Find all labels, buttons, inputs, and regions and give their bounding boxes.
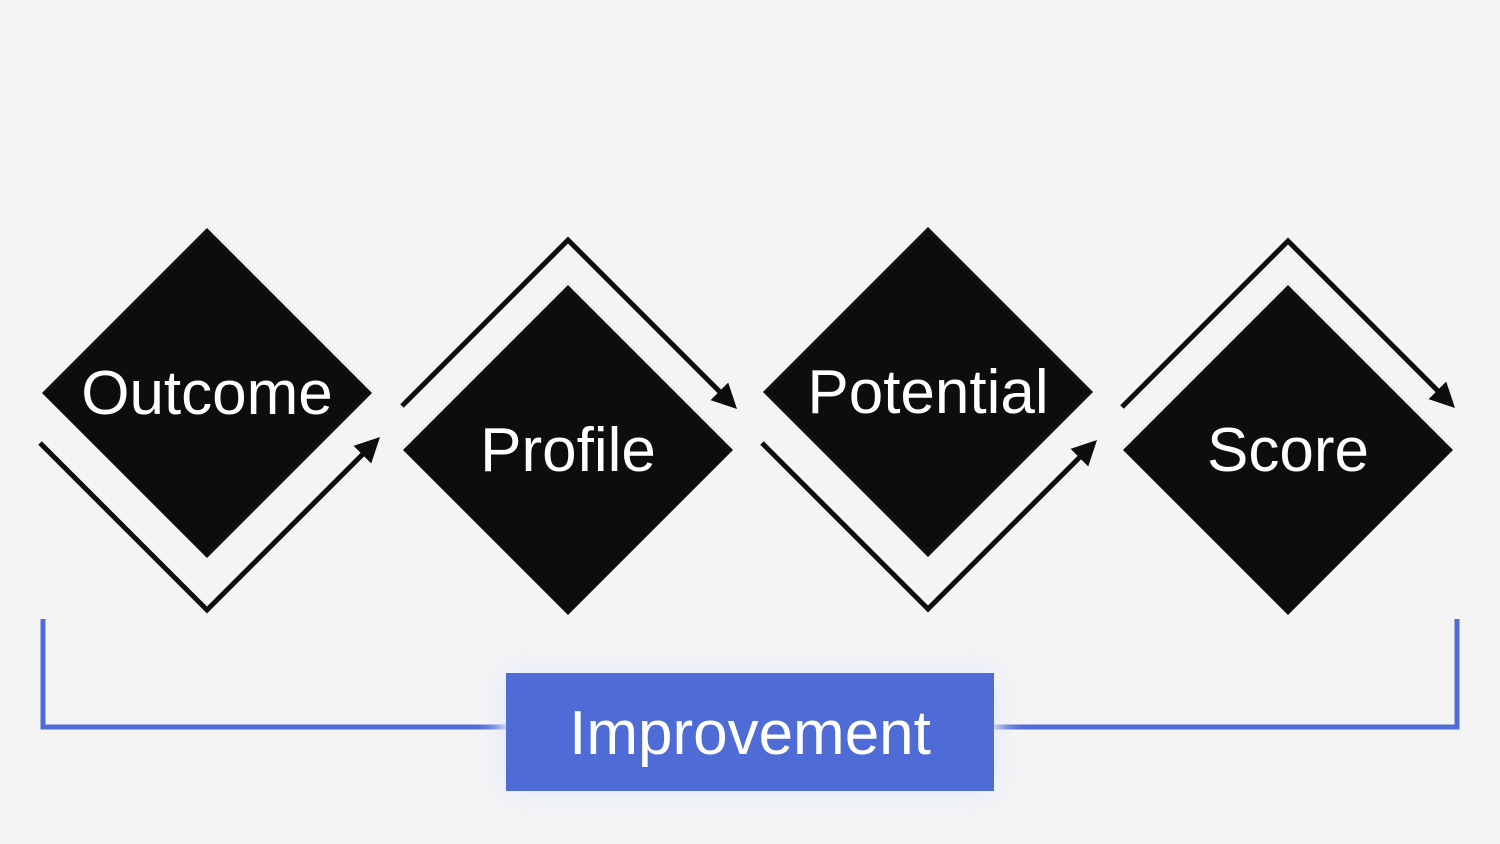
node-outcome-diamond	[42, 228, 372, 558]
arrow-outcome-to-profile-icon	[38, 436, 381, 614]
node-outcome: Outcome	[42, 228, 372, 558]
node-profile: Profile	[403, 285, 733, 615]
arrow-score-out-icon	[1120, 237, 1456, 409]
node-profile-label: Profile	[480, 416, 656, 485]
node-potential-label: Potential	[807, 358, 1048, 427]
improvement-banner-label: Improvement	[569, 699, 931, 768]
arrow-potential-to-score-icon	[760, 439, 1098, 613]
node-profile-diamond	[403, 285, 733, 615]
node-score-diamond	[1123, 285, 1453, 615]
node-potential: Potential	[763, 227, 1093, 557]
improvement-banner-box	[506, 673, 994, 791]
node-potential-diamond	[763, 227, 1093, 557]
node-score: Score	[1123, 285, 1453, 615]
flow-arrows	[38, 236, 1456, 614]
improvement-banner: Improvement	[506, 673, 994, 791]
arrow-profile-to-potential-icon	[400, 236, 738, 410]
node-outcome-label: Outcome	[81, 359, 333, 428]
node-score-label: Score	[1207, 416, 1369, 485]
